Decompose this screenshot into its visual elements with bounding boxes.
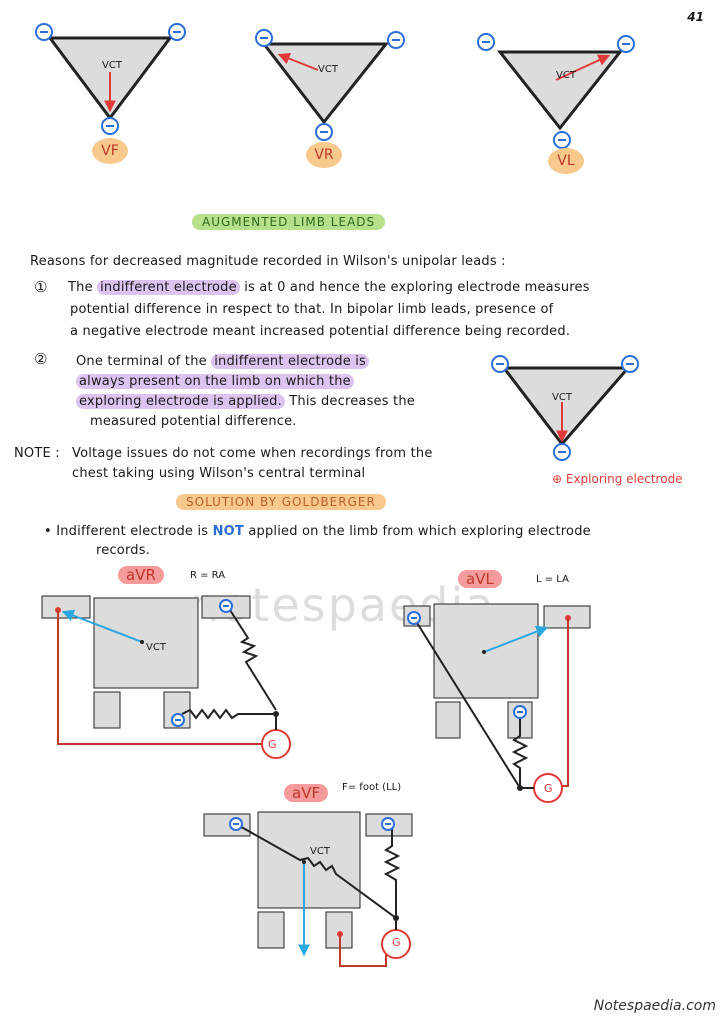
vct-label-4: VCT: [552, 392, 572, 403]
point2-number: ②: [34, 350, 48, 368]
lead-label-vr: VR: [306, 142, 342, 168]
note-label: NOTE :: [14, 446, 60, 461]
point2-line4: measured potential difference.: [90, 414, 297, 429]
vct-label-2: VCT: [318, 64, 338, 75]
triangle-vl: [496, 50, 624, 131]
point1-line3: a negative electrode meant increased pot…: [70, 324, 571, 339]
avr-label: aVR: [118, 566, 164, 584]
heading-solution: SOLUTION BY GOLDBERGER: [176, 494, 386, 510]
lead-label-vl: VL: [548, 148, 584, 174]
reasons-title: Reasons for decreased magnitude recorded…: [30, 254, 506, 269]
triangle-vr: [260, 42, 390, 125]
point1-line1: The indifferent electrode is at 0 and he…: [68, 280, 590, 295]
note-line1: Voltage issues do not come when recordin…: [72, 446, 433, 461]
exploring-triangle: [491, 355, 639, 461]
note-line2: chest taking using Wilson's central term…: [72, 466, 366, 481]
point2-line1: One terminal of the indifferent electrod…: [76, 354, 370, 369]
point2-line2: always present on the limb on which the: [76, 374, 354, 389]
heading-augmented: AUGMENTED LIMB LEADS: [192, 214, 386, 230]
lead-label-vf: VF: [92, 138, 128, 164]
vct-label-1: VCT: [102, 60, 122, 71]
galvanometer-avl: G: [544, 782, 553, 795]
point1-highlight: indifferent electrode: [97, 280, 240, 295]
galvanometer-avr: G: [268, 738, 277, 751]
avf-label: aVF: [284, 784, 329, 802]
avl-label: aVL: [458, 570, 502, 588]
exploring-electrode-label: ⊕ Exploring electrode: [552, 472, 683, 486]
avf-diagram: [203, 811, 413, 967]
brand-logo-text: Notespaedia.com: [593, 998, 716, 1014]
not-emphasis: NOT: [212, 524, 244, 539]
vct-label-avr: VCT: [146, 642, 166, 653]
bullet-line1: • Indifferent electrode is NOT applied o…: [44, 524, 591, 539]
vct-label-avf: VCT: [310, 846, 330, 857]
avl-note: L = LA: [536, 574, 569, 585]
top-triangles: [35, 23, 635, 149]
point1-line2: potential difference in respect to that.…: [70, 302, 554, 317]
avr-note: R = RA: [190, 570, 226, 581]
vct-label-3: VCT: [556, 70, 576, 81]
bullet-line2: records.: [96, 543, 151, 558]
avl-diagram: [403, 603, 591, 803]
page-number: 41: [687, 10, 704, 24]
point1-number: ①: [34, 278, 48, 296]
avf-note: F= foot (LL): [342, 782, 402, 793]
point2-line3: exploring electrode is applied. This dec…: [76, 394, 415, 409]
avr-diagram: [41, 595, 291, 759]
galvanometer-avf: G: [392, 936, 401, 949]
